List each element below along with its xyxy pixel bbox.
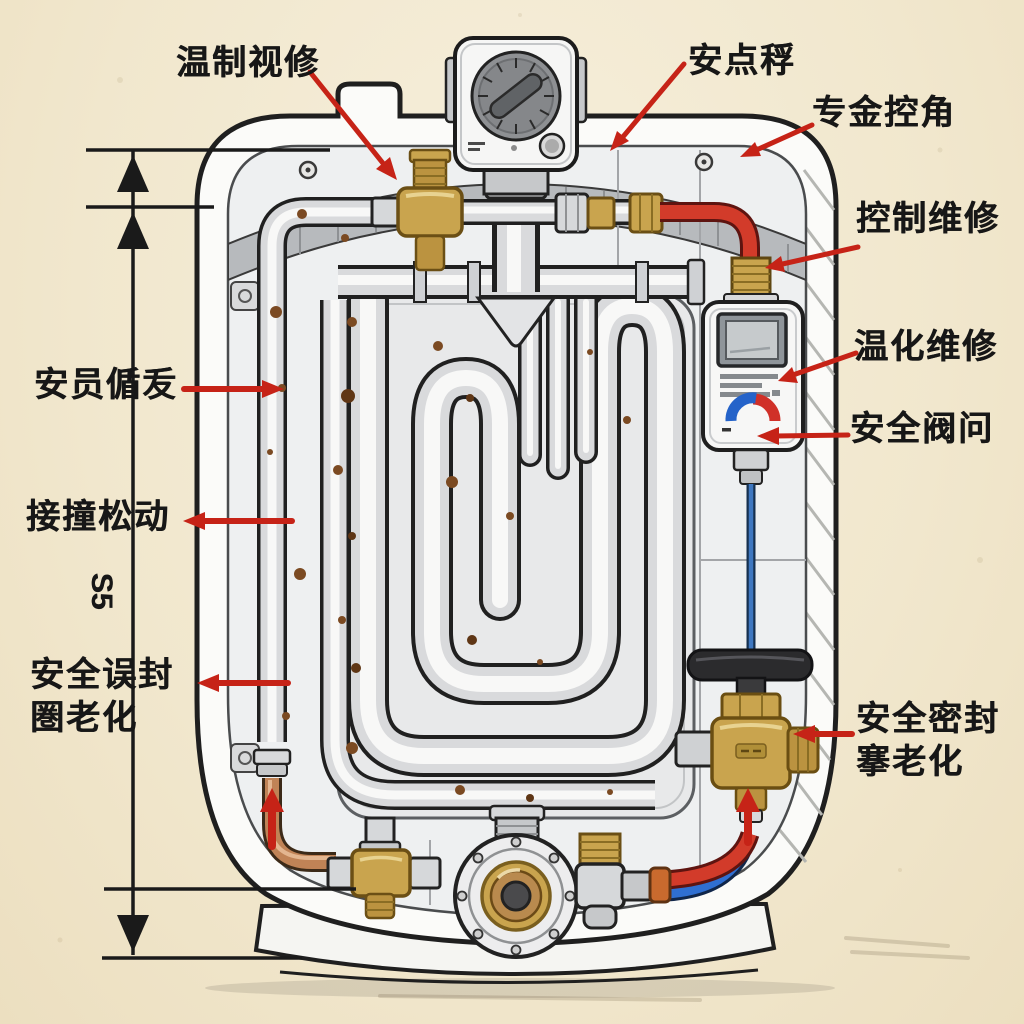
label-right-temp: 温化维修 — [854, 328, 998, 366]
label-left-bottom-line1: 安全误封 — [30, 656, 174, 694]
label-right-control: 控制维修 — [856, 200, 1000, 238]
label-bottom-right-line2: 搴老化 — [856, 742, 964, 781]
ground-shadow — [205, 978, 835, 998]
screw-icon — [298, 152, 714, 180]
corrosion-spots — [267, 209, 631, 802]
label-left-mid: 接撞松动 — [26, 498, 170, 536]
gauge-knob — [489, 73, 543, 119]
annotation-arrows — [181, 61, 861, 850]
shadow-hatch — [378, 936, 970, 1002]
dimension-line — [86, 148, 356, 960]
logo-red-arc — [752, 393, 781, 422]
top-pipe-fittings — [452, 192, 664, 234]
label-left-bottom: 安全误封圏老化 — [30, 654, 174, 740]
label-dimension-note: S5 — [84, 572, 118, 610]
label-top-left: 温制视修 — [176, 44, 320, 82]
label-bottom-right: 安全密封搴老化 — [856, 698, 1000, 784]
bottom-left-tee — [326, 816, 442, 920]
temperature-gauge — [444, 36, 588, 196]
label-left-bottom-line2: 圏老化 — [30, 698, 138, 737]
inlet-tee-valve — [370, 148, 464, 272]
label-top-right: 安点稃 — [688, 42, 796, 80]
label-bottom-right-line1: 安全密封 — [856, 700, 1000, 738]
heat-exchanger-coil — [347, 279, 686, 777]
red-pipe — [660, 202, 760, 268]
label-right-valve: 安全阀问 — [850, 410, 994, 448]
label-right-top: 专金控角 — [812, 94, 956, 132]
pump-flange — [453, 804, 579, 959]
drain-valve — [674, 648, 820, 823]
logo-blue-arc — [725, 392, 757, 422]
manifold-stub-pipes — [518, 288, 598, 480]
tank-base-foot — [279, 968, 759, 984]
control-unit — [701, 256, 805, 485]
paper-texture — [57, 13, 983, 943]
label-left-top: 安员偱叐 — [34, 366, 178, 404]
